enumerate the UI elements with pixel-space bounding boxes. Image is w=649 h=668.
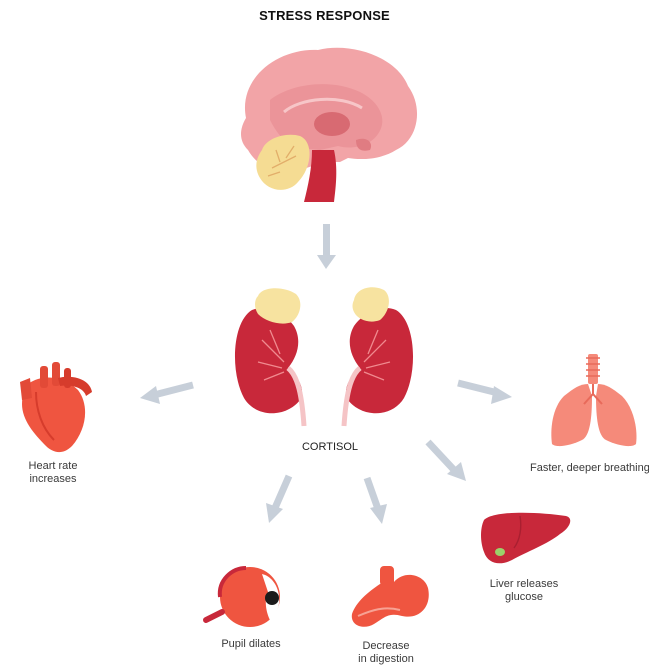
eye-icon [206, 567, 280, 627]
eye-effect-label: Pupil dilates [206, 638, 296, 651]
stomach-effect-label: Decrease in digestion [346, 640, 426, 666]
liver-icon [481, 513, 570, 564]
liver-effect-line-1: Liver releases [478, 578, 570, 591]
arrow-to-stomach [367, 478, 387, 524]
arrow-to-eye [266, 476, 289, 523]
lungs-effect-label: Faster, deeper breathing [530, 462, 649, 475]
heart-effect-line-2: increases [18, 473, 88, 486]
heart-icon [20, 362, 92, 452]
arrow-to-lungs [458, 383, 512, 404]
liver-effect-line-2: glucose [478, 591, 570, 604]
brain-icon [241, 48, 417, 202]
arrow-brain-to-adrenals [317, 224, 336, 269]
lungs-icon [551, 354, 636, 446]
stomach-effect-line-1: Decrease [346, 640, 426, 653]
heart-effect-label: Heart rate increases [18, 460, 88, 486]
stomach-effect-line-2: in digestion [346, 653, 426, 666]
stomach-icon [352, 566, 429, 627]
liver-effect-label: Liver releases glucose [478, 578, 570, 604]
arrow-to-heart [140, 385, 193, 404]
heart-effect-line-1: Heart rate [18, 460, 88, 473]
kidneys-icon [235, 287, 413, 426]
arrow-to-liver [428, 442, 466, 481]
cortisol-label: CORTISOL [270, 441, 390, 453]
